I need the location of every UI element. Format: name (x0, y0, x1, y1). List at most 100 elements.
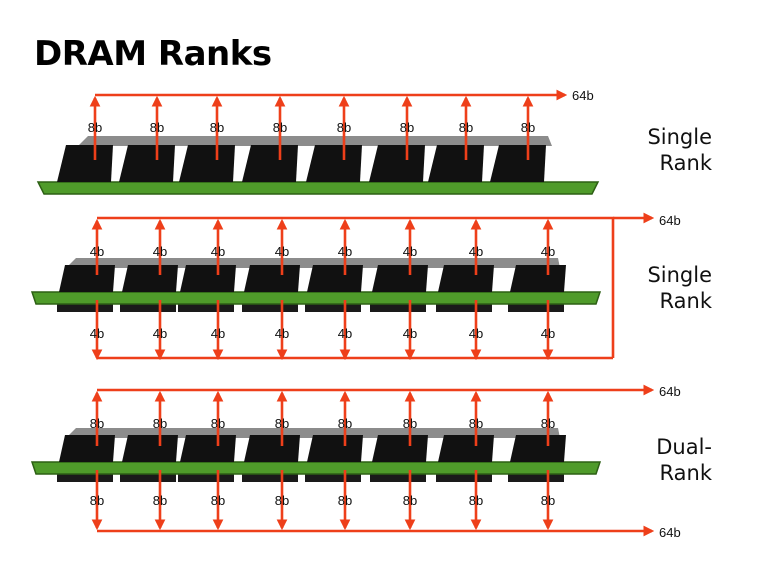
dimm-module-1 (36, 136, 600, 195)
chip-width-label: 8b (153, 416, 167, 431)
chip-width-label: 4b (153, 326, 167, 341)
module-3-label: Dual- Rank (592, 434, 712, 486)
module-3-back-chip (370, 472, 426, 482)
chip-width-label: 8b (210, 120, 224, 135)
module-3-pcb (30, 461, 602, 475)
bus-label-module-2: 64b (659, 213, 681, 228)
chip-width-label: 4b (211, 244, 225, 259)
module-2-pcb (30, 291, 602, 305)
chip-width-label: 8b (541, 416, 555, 431)
chip-width-label: 8b (90, 493, 104, 508)
chip-width-label: 8b (469, 493, 483, 508)
module-2-back-chip (508, 302, 564, 312)
dram-chip (306, 145, 362, 182)
chip-width-label: 4b (469, 244, 483, 259)
dram-chip (180, 265, 236, 292)
chip-width-label: 8b (90, 416, 104, 431)
chip-width-label: 4b (275, 244, 289, 259)
module-2-back-chip (305, 302, 361, 312)
page-title: DRAM Ranks (34, 34, 272, 74)
module-3-back-chip (242, 472, 298, 482)
module-2-back-chip (436, 302, 492, 312)
dram-chip (59, 435, 115, 462)
dram-chip (510, 265, 566, 292)
dram-chip (180, 435, 236, 462)
dram-chip (438, 435, 494, 462)
chip-width-label: 4b (275, 326, 289, 341)
module-2-label: Single Rank (592, 262, 712, 314)
module-2-back-chip (120, 302, 176, 312)
module-2-back-chip (178, 302, 234, 312)
module-3-back-chip (120, 472, 176, 482)
chip-width-label: 8b (403, 493, 417, 508)
chip-width-label: 4b (403, 244, 417, 259)
module-3-label-line1: Dual- (656, 435, 712, 459)
dram-chip (244, 435, 300, 462)
dram-chip (372, 435, 428, 462)
module-3-label-line2: Rank (659, 461, 712, 485)
chip-width-label: 8b (403, 416, 417, 431)
chip-width-label: 8b (521, 120, 535, 135)
dram-chip (119, 145, 175, 182)
module-3-back-chip (305, 472, 361, 482)
module-1-label-line2: Rank (659, 151, 712, 175)
chip-width-label: 4b (403, 326, 417, 341)
module-2-label-line2: Rank (659, 289, 712, 313)
dram-chip (59, 265, 115, 292)
module-2-back-chip (57, 302, 113, 312)
chip-width-label: 8b (150, 120, 164, 135)
chip-width-label: 4b (90, 326, 104, 341)
module-1-label: Single Rank (592, 124, 712, 176)
module-2-back-chip (370, 302, 426, 312)
module-2-back-chip (242, 302, 298, 312)
chip-width-label: 8b (153, 493, 167, 508)
dram-chip (372, 265, 428, 292)
dram-chip (244, 265, 300, 292)
chip-width-label: 4b (90, 244, 104, 259)
chip-width-label: 4b (338, 326, 352, 341)
dram-chip (307, 265, 363, 292)
chip-width-label: 4b (469, 326, 483, 341)
chip-width-label: 4b (338, 244, 352, 259)
chip-width-label: 8b (541, 493, 555, 508)
dram-chip (57, 145, 113, 182)
chip-width-label: 8b (273, 120, 287, 135)
chip-width-label: 8b (211, 493, 225, 508)
bottom-bus-label-module-3: 64b (659, 525, 681, 540)
chip-width-label: 4b (541, 326, 555, 341)
dram-chip (179, 145, 235, 182)
chip-width-label: 8b (275, 416, 289, 431)
dram-chip (510, 435, 566, 462)
module-1-label-line1: Single (647, 125, 712, 149)
dram-chip (122, 265, 178, 292)
dimm-module-2 (30, 258, 602, 312)
module-2-label-line1: Single (647, 263, 712, 287)
module-3-back-chip (508, 472, 564, 482)
dram-chip (122, 435, 178, 462)
module-3-back-chip (178, 472, 234, 482)
modules-layer (30, 136, 602, 482)
chip-width-label: 8b (275, 493, 289, 508)
module-3-back-chip (57, 472, 113, 482)
chip-width-label: 4b (211, 326, 225, 341)
dram-chip (438, 265, 494, 292)
dram-chip (490, 145, 546, 182)
dram-chip (307, 435, 363, 462)
chip-width-label: 8b (211, 416, 225, 431)
module-1-pcb (36, 181, 600, 195)
chip-width-label: 8b (459, 120, 473, 135)
dram-chip (428, 145, 484, 182)
chip-width-label: 8b (400, 120, 414, 135)
dimm-module-3 (30, 428, 602, 482)
module-1-backplate (78, 136, 552, 146)
chip-width-label: 8b (469, 416, 483, 431)
dram-chip (242, 145, 298, 182)
chip-width-label: 8b (88, 120, 102, 135)
dram-chip (369, 145, 425, 182)
top-bus-label-module-3: 64b (659, 384, 681, 399)
bus-label-module-1: 64b (572, 88, 594, 103)
module-3-back-chip (436, 472, 492, 482)
chip-width-label: 8b (337, 120, 351, 135)
labels-layer: 64b 8b 8b 8b 8b 8b 8b 8b 8b 64b 4b 4b 4b 4b 4b 4b 4b 4b 4b… (88, 88, 681, 540)
